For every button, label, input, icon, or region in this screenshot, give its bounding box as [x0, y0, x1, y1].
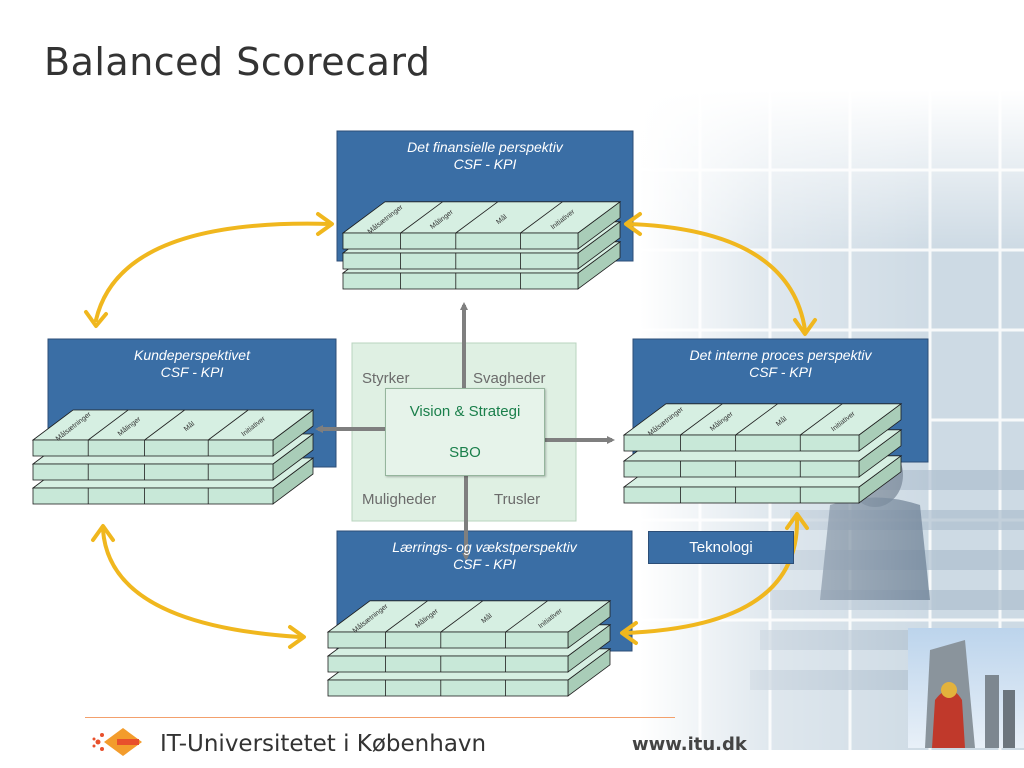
- footer-divider: [85, 717, 675, 718]
- arrow-internal-learning: [623, 516, 800, 635]
- slab-front: [32, 463, 274, 481]
- arrow-financial-customer: [94, 221, 332, 322]
- swot-opportunities: Muligheder: [362, 491, 437, 508]
- learning-subtitle: CSF - KPI: [453, 556, 516, 572]
- slab-front: [327, 655, 569, 673]
- slab-front: [623, 460, 860, 478]
- customer-subtitle: CSF - KPI: [160, 364, 224, 380]
- swot-strengths: Styrker: [362, 370, 410, 387]
- itu-logo-icon: [92, 728, 142, 756]
- internal-subtitle: CSF - KPI: [749, 364, 812, 380]
- slab-front: [623, 434, 860, 452]
- financial-title: Det finansielle perspektiv CSF - KPI: [337, 139, 633, 173]
- slab-front: [342, 272, 579, 290]
- internal-name: Det interne proces perspektiv: [689, 347, 872, 363]
- customer-name: Kundeperspektivet: [134, 347, 250, 363]
- footer-logo-text: IT-Universitetet i København: [160, 731, 487, 757]
- arrow-customer-learning: [101, 528, 302, 639]
- slab-divider: [385, 600, 428, 633]
- swot-weaknesses: Svagheder: [473, 370, 546, 387]
- slide-title: Balanced Scorecard: [44, 40, 431, 84]
- slab-front: [32, 439, 274, 457]
- slab-front: [342, 232, 579, 250]
- slab-divider: [207, 409, 249, 441]
- customer-title: Kundeperspektivet CSF - KPI: [48, 347, 336, 381]
- slab-divider: [440, 600, 484, 633]
- industrial-photo: [908, 628, 1024, 748]
- slab-front: [342, 252, 579, 270]
- slab-front: [32, 487, 274, 505]
- financial-subtitle: CSF - KPI: [453, 156, 517, 172]
- vision-strategy-box: Vision & Strategi SBO: [385, 388, 545, 476]
- slab-divider: [800, 403, 843, 436]
- slab-divider: [505, 600, 548, 633]
- slab-front: [623, 486, 860, 504]
- internal-title: Det interne proces perspektiv CSF - KPI: [633, 347, 928, 381]
- slab-divider: [520, 201, 563, 234]
- slab-front: [327, 631, 569, 649]
- vision-strategy-label: Vision & Strategi: [409, 403, 521, 420]
- arrow-financial-internal: [626, 222, 807, 332]
- slab-front: [327, 679, 569, 697]
- slab-divider: [144, 409, 185, 441]
- learning-name: Lærrings- og vækstperspektiv: [392, 539, 577, 555]
- slab-divider: [455, 201, 499, 234]
- technology-box: Teknologi: [648, 531, 794, 564]
- sbo-label: SBO: [449, 444, 481, 461]
- slab-divider: [735, 403, 778, 436]
- swot-threats: Trusler: [494, 491, 541, 508]
- slab-divider: [400, 201, 443, 234]
- slab-divider: [87, 409, 129, 441]
- slab-divider: [680, 403, 723, 436]
- footer-url[interactable]: www.itu.dk: [632, 734, 747, 755]
- financial-name: Det finansielle perspektiv: [407, 139, 563, 155]
- learning-title: Lærrings- og vækstperspektiv CSF - KPI: [337, 539, 632, 573]
